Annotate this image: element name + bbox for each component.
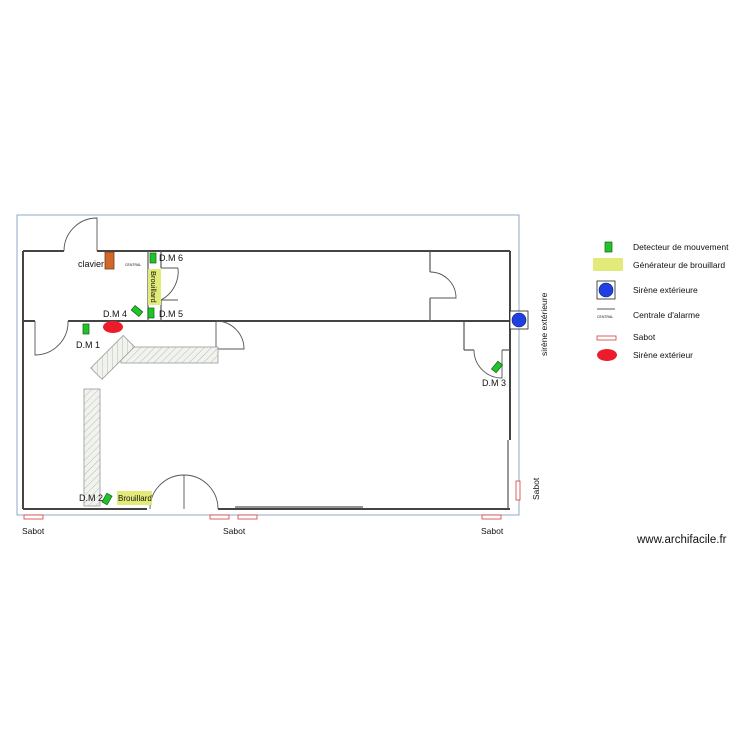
motion-detector-icon	[130, 304, 144, 318]
watermark: www.archifacile.fr	[636, 534, 727, 546]
motion-detector-icon	[149, 252, 157, 264]
legend-label-siren-blue: Sirène extérieure	[633, 285, 698, 295]
label-brouillard-vertical: Brouillard	[149, 271, 158, 303]
label-dm4: D.M 4	[103, 309, 127, 319]
label-sabot-bottom-right: Sabot	[481, 526, 504, 536]
legend: Detecteur de mouvement Générateur de bro…	[593, 241, 729, 361]
legend-sabot-icon	[596, 335, 617, 341]
sabot-icon	[237, 514, 258, 520]
fog-generator-vertical	[148, 269, 161, 305]
legend-fog-icon	[593, 258, 623, 271]
legend-central-icon: CENTRAL	[597, 315, 613, 319]
sabots	[23, 480, 521, 520]
motion-detector-icon	[147, 307, 155, 319]
label-clavier: clavier	[78, 259, 104, 269]
label-dm3: D.M 3	[482, 378, 506, 388]
label-dm6: D.M 6	[159, 253, 183, 263]
motion-detectors	[82, 252, 504, 506]
legend-label-siren-red: Sirène extérieur	[633, 350, 693, 360]
exterior-siren-icon	[511, 312, 527, 328]
label-sabot-bottom-left: Sabot	[22, 526, 45, 536]
central-icon: CENTRAL	[125, 263, 141, 267]
hatched-partitions	[83, 334, 219, 507]
motion-detector-icon	[82, 323, 90, 335]
label-sabot-bottom-mid: Sabot	[223, 526, 246, 536]
motion-detector-icon	[101, 492, 113, 506]
label-dm1: D.M 1	[76, 340, 100, 350]
legend-label-sabot: Sabot	[633, 332, 656, 342]
label-sirene-exterieure: sirène extérieure	[539, 292, 549, 356]
sabot-icon	[23, 514, 44, 520]
sabot-icon	[209, 514, 230, 520]
label-dm2: D.M 2	[79, 493, 103, 503]
fog-generator-bottom	[117, 491, 152, 505]
legend-siren-blue-icon	[598, 282, 614, 298]
motion-detector-icon	[490, 360, 504, 374]
legend-label-central: Centrale d'alarme	[633, 310, 700, 320]
label-dm5: D.M 5	[159, 309, 183, 319]
building-walls	[22, 250, 511, 510]
keypad-icon	[104, 251, 115, 270]
label-sabot-right: Sabot	[531, 477, 541, 500]
doors	[34, 217, 503, 510]
legend-label-fog: Générateur de brouillard	[633, 260, 725, 270]
legend-label-motion: Detecteur de mouvement	[633, 242, 729, 252]
legend-siren-red-icon	[597, 349, 617, 361]
red-siren-icon	[103, 321, 123, 333]
property-boundary	[16, 214, 520, 516]
sabot-icon	[515, 480, 521, 501]
label-brouillard-bottom: Brouillard	[118, 494, 152, 503]
sabot-icon	[481, 514, 502, 520]
legend-motion-icon	[604, 241, 613, 253]
